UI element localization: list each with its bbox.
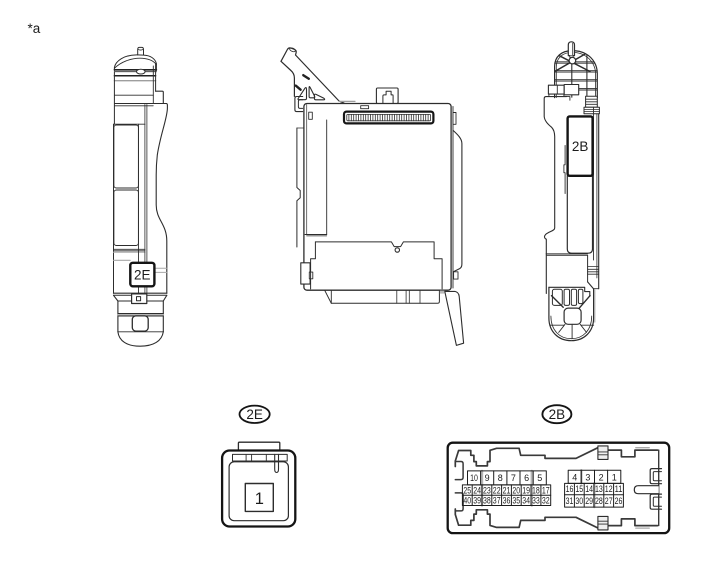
svg-text:11: 11 [615, 484, 623, 494]
svg-text:35: 35 [512, 496, 520, 506]
svg-text:17: 17 [542, 485, 550, 495]
svg-text:16: 16 [566, 484, 574, 494]
svg-text:12: 12 [605, 484, 613, 494]
svg-text:34: 34 [522, 496, 530, 506]
svg-text:33: 33 [532, 496, 540, 506]
svg-text:8: 8 [498, 473, 503, 483]
svg-text:20: 20 [512, 485, 520, 495]
svg-text:7: 7 [511, 473, 516, 483]
svg-text:36: 36 [503, 496, 511, 506]
svg-text:39: 39 [473, 496, 481, 506]
svg-text:38: 38 [483, 496, 491, 506]
svg-text:28: 28 [595, 496, 603, 506]
svg-text:2B: 2B [572, 139, 589, 154]
svg-text:3: 3 [585, 473, 590, 483]
svg-text:2: 2 [599, 473, 604, 483]
svg-text:5: 5 [537, 473, 542, 483]
svg-text:29: 29 [585, 496, 593, 506]
svg-text:2E: 2E [134, 268, 151, 283]
svg-text:26: 26 [615, 496, 623, 506]
svg-text:25: 25 [463, 485, 471, 495]
svg-text:30: 30 [575, 496, 583, 506]
svg-text:1: 1 [612, 473, 617, 483]
svg-text:23: 23 [483, 485, 491, 495]
svg-text:32: 32 [542, 496, 550, 506]
svg-text:4: 4 [572, 473, 577, 483]
svg-text:15: 15 [575, 484, 583, 494]
svg-text:13: 13 [595, 484, 603, 494]
svg-text:37: 37 [493, 496, 501, 506]
svg-text:18: 18 [532, 485, 540, 495]
svg-text:1: 1 [255, 490, 264, 508]
svg-text:19: 19 [522, 485, 530, 495]
svg-text:22: 22 [493, 485, 501, 495]
svg-text:21: 21 [503, 485, 511, 495]
svg-text:31: 31 [566, 496, 574, 506]
svg-text:9: 9 [485, 473, 490, 483]
svg-text:24: 24 [473, 485, 481, 495]
svg-text:6: 6 [524, 473, 529, 483]
svg-text:40: 40 [463, 496, 471, 506]
svg-text:10: 10 [470, 473, 478, 483]
svg-text:27: 27 [605, 496, 613, 506]
svg-text:*a: *a [28, 21, 41, 36]
svg-text:2E: 2E [246, 407, 263, 422]
svg-text:2B: 2B [549, 407, 566, 422]
svg-text:14: 14 [585, 484, 593, 494]
